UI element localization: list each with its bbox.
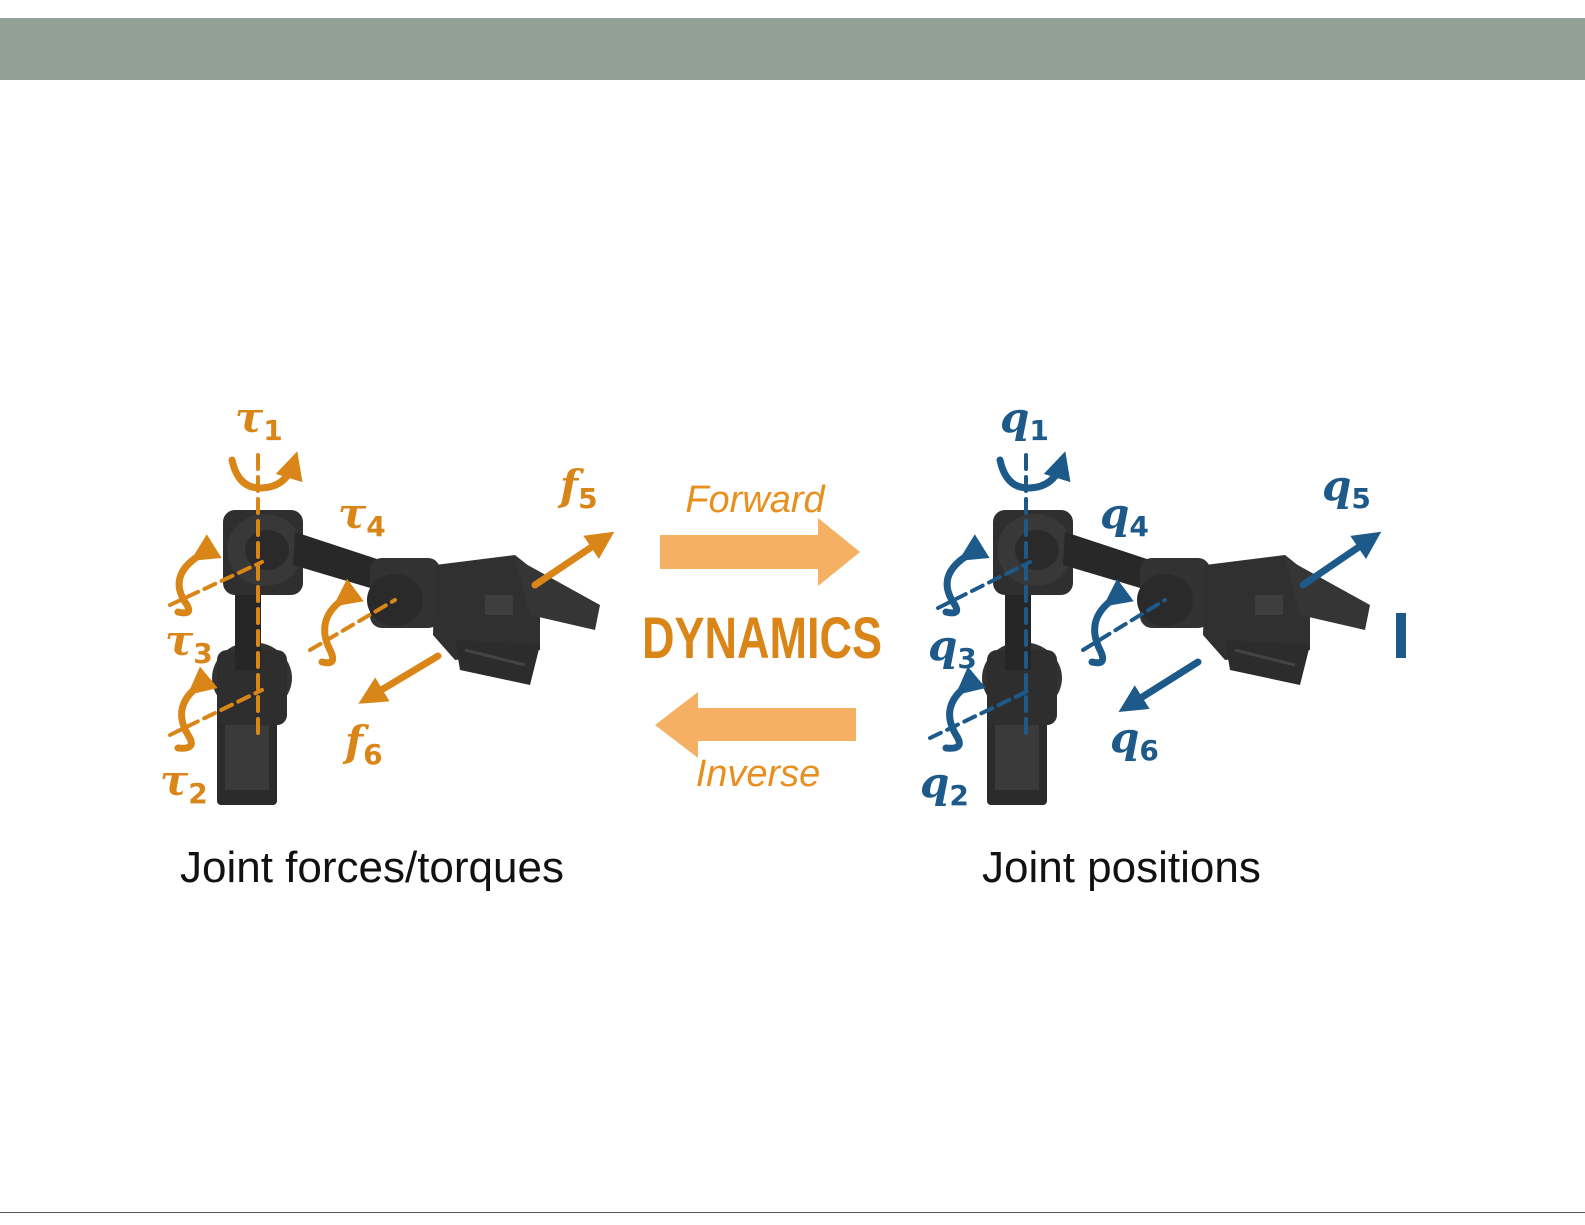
q-2-label: q2: [920, 758, 969, 812]
forward-arrow: [660, 518, 860, 586]
tau-1-label: τ1: [235, 393, 283, 447]
f-5-label: f5: [557, 461, 598, 515]
inverse-arrow: [655, 692, 856, 758]
q-4-label: q4: [1100, 489, 1149, 543]
bottom-divider: [0, 1212, 1585, 1213]
q-6-label: q6: [1110, 713, 1159, 767]
f-6-label: f6: [342, 717, 383, 771]
right-edge-mark: [1396, 613, 1406, 658]
tau-3-label: τ3: [165, 616, 213, 670]
tau-4-label: τ4: [338, 489, 386, 543]
left-caption: Joint forces/torques: [180, 843, 564, 893]
forward-label: Forward: [685, 479, 826, 521]
inverse-label: Inverse: [696, 753, 821, 795]
left-robot-arm: [212, 510, 600, 805]
right-robot-arm: [982, 510, 1370, 805]
q-5-label: q5: [1322, 461, 1371, 515]
q-3-label: q3: [928, 621, 977, 675]
dynamics-label: DYNAMICS: [642, 606, 882, 671]
tau-2-label: τ2: [160, 756, 208, 810]
q-1-label: q1: [1000, 393, 1049, 447]
right-caption: Joint positions: [982, 843, 1261, 893]
